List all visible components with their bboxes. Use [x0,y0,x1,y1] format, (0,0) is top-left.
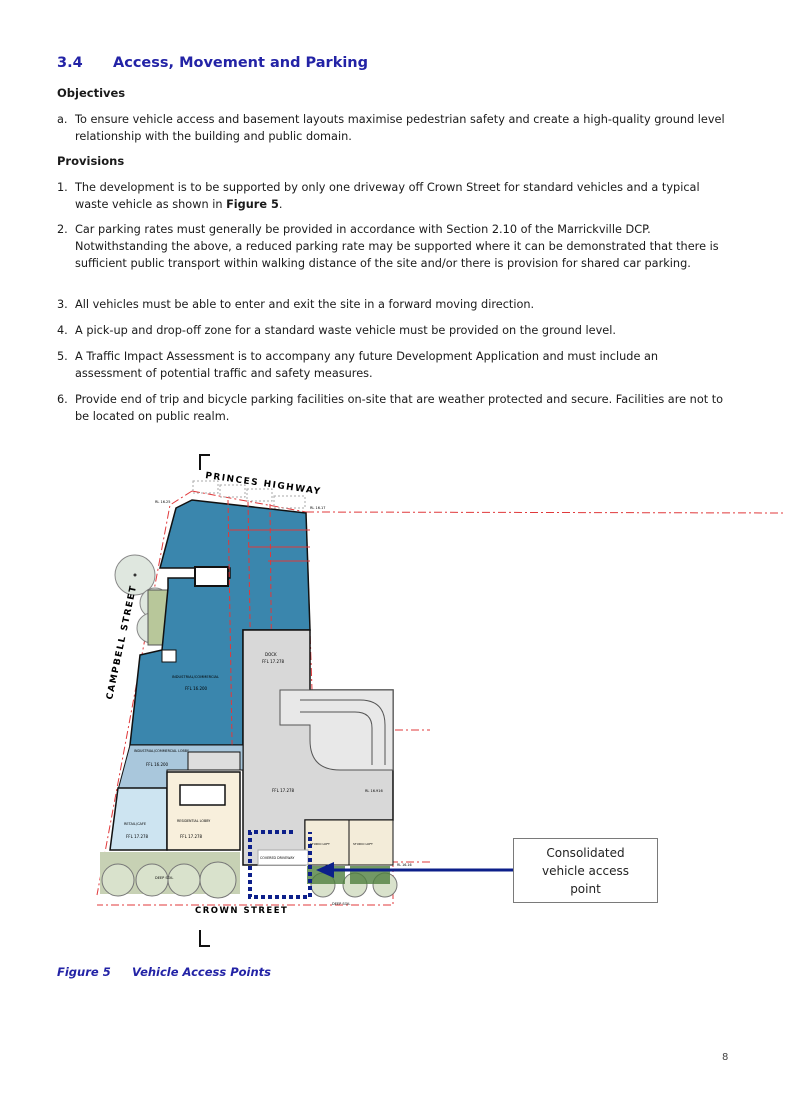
item-label: a. [57,113,68,126]
item-text: A pick-up and drop-off zone for a standa… [75,324,616,337]
item-text-part: The development is to be supported by on… [75,181,700,211]
provision-item: 4. A pick-up and drop-off zone for a sta… [57,322,727,339]
rl-label: RL 16.916 [365,789,383,793]
deep-soil-label: DEEP SOIL [155,876,173,880]
callout-text: Consolidated vehicle access point [542,845,629,896]
frontage-boxes [192,480,306,509]
provision-item: 2. Car parking rates must generally be p… [57,221,727,272]
provision-item: 5. A Traffic Impact Assessment is to acc… [57,348,727,382]
section-title: Access, Movement and Parking [113,55,369,71]
ramp [279,689,394,771]
item-text: Provide end of trip and bicycle parking … [75,393,724,423]
provision-item: 3. All vehicles must be able to enter an… [57,296,727,313]
objectives-heading: Objectives [57,86,126,100]
objective-item: a. To ensure vehicle access and basement… [57,111,727,145]
item-label: 4. [57,324,68,337]
section-number: 3.4 [57,55,83,71]
figure-caption: Figure 5 Vehicle Access Points [57,965,271,979]
item-label: 3. [57,298,68,311]
figure-number: Figure 5 [57,965,111,979]
level-label: FFL 17.278 [272,788,295,793]
section-marker [199,930,210,947]
item-text: To ensure vehicle access and basement la… [75,113,725,143]
page-number: 8 [722,1052,729,1063]
retail-label: RETAIL/CAFE [124,822,146,826]
lift-core [187,751,241,771]
figure-reference: Figure 5 [226,198,279,211]
crown-street-label: CROWN STREET [195,906,288,916]
stair-core [194,566,229,587]
figure-title: Vehicle Access Points [132,965,272,979]
princes-highway-label: PRINCES HIGHWAY [205,471,322,497]
rl-label: RL 16.25 [155,500,171,504]
item-label: 6. [57,393,68,406]
retail-area [109,787,168,851]
vehicle-access-path [248,830,312,899]
level-label: FFL 17.278 [262,659,285,664]
covered-driveway-label: COVERED DRIVEWAY [260,856,295,860]
deep-soil-label: DEEP SOIL [332,902,350,906]
studio-label: STUDIO LOFT [353,842,373,846]
item-text: All vehicles must be able to enter and e… [75,298,535,311]
item-text: A Traffic Impact Assessment is to accomp… [75,350,659,380]
level-label: FFL 16.200 [146,762,169,767]
level-label: FFL 17.278 [126,834,149,839]
provisions-heading: Provisions [57,154,125,168]
dock-label: DOCK [265,652,277,657]
provision-item: 6. Provide end of trip and bicycle parki… [57,391,727,425]
arrow-head-icon [316,862,334,878]
level-label: FFL 17.278 [180,834,203,839]
provision-item: 1. The development is to be supported by… [57,179,727,213]
rl-label: RL 16.16 [397,863,412,867]
lobby-label: INDUSTRIAL/COMMERCIAL LOBBY [134,749,190,753]
item-label: 5. [57,350,68,363]
studio-label: STUDIO LOFT [310,842,330,846]
section-marker [199,454,210,470]
industrial-area [129,499,311,746]
callout-box: Consolidated vehicle access point [513,838,658,903]
item-label: 1. [57,181,68,194]
item-text: Car parking rates must generally be prov… [75,223,719,270]
item-label: 2. [57,223,68,236]
residential-label: RESIDENTIAL LOBBY [177,819,211,823]
industrial-label: INDUSTRIAL/COMMERCIAL [172,675,219,679]
residential-lobby [166,771,241,851]
item-text-end: . [278,198,283,211]
rl-label: RL 16.17 [310,506,326,510]
covered-driveway [257,849,309,866]
level-label: FFL 16.200 [185,686,208,691]
campbell-street-label: CAMPBELL STREET [105,584,139,701]
item-text: The development is to be supported by on… [75,179,727,213]
